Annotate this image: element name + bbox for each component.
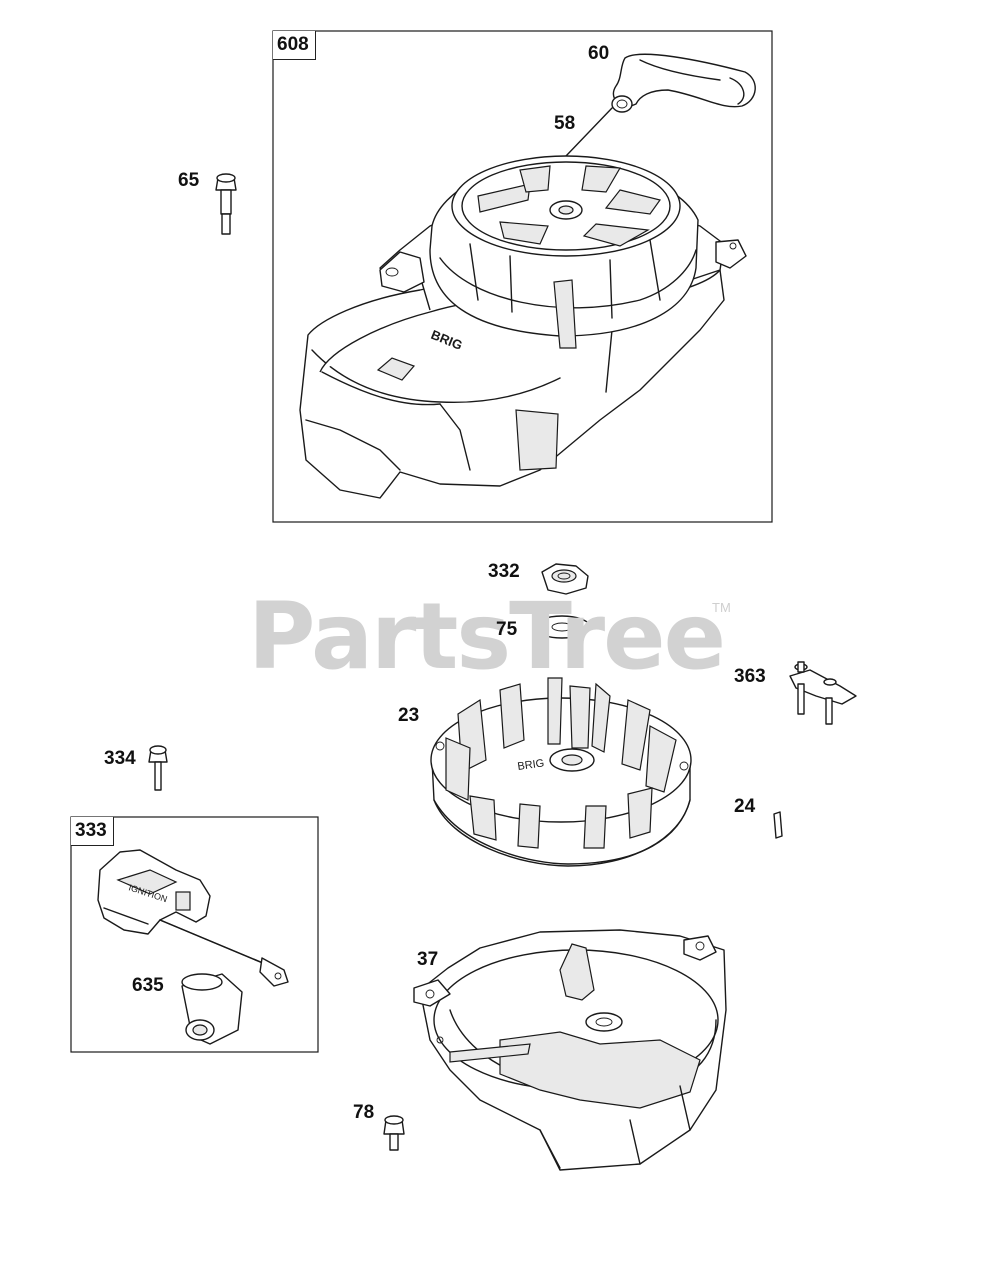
callout-23: 23 xyxy=(398,705,420,726)
part-23-flywheel: BRIG xyxy=(430,677,692,867)
group-333-frame xyxy=(70,816,319,1053)
part-78-screw xyxy=(383,1115,405,1151)
callout-24: 24 xyxy=(734,796,756,817)
callout-75: 75 xyxy=(496,619,518,640)
callout-58: 58 xyxy=(554,113,576,134)
part-24-key xyxy=(773,811,783,839)
group-label-608: 608 xyxy=(273,31,316,60)
part-333-armature: IGNITION xyxy=(97,849,289,987)
callout-334: 334 xyxy=(104,748,136,769)
watermark: PartsTree xyxy=(248,583,726,690)
callout-332: 332 xyxy=(488,561,520,582)
part-60-starter-handle xyxy=(611,53,756,113)
watermark-trademark: TM xyxy=(712,600,731,615)
part-75-washer xyxy=(533,615,591,639)
callout-635: 635 xyxy=(132,975,164,996)
part-58-rope xyxy=(565,107,613,157)
svg-text:BRIG: BRIG xyxy=(517,757,545,773)
part-635-boot xyxy=(181,973,243,1045)
callout-78: 78 xyxy=(353,1102,375,1123)
part-608-starter-housing: BRIG xyxy=(299,155,747,499)
callout-60: 60 xyxy=(588,43,610,64)
callout-37: 37 xyxy=(417,949,439,970)
part-363-bracket xyxy=(789,661,857,725)
part-334-screw xyxy=(148,745,168,791)
callout-65: 65 xyxy=(178,170,200,191)
part-37-housing xyxy=(413,929,727,1171)
part-332-nut xyxy=(541,563,589,595)
group-label-333: 333 xyxy=(71,817,114,846)
callout-363: 363 xyxy=(734,666,766,687)
part-65-screw xyxy=(215,173,237,235)
group-608-frame xyxy=(272,30,773,523)
